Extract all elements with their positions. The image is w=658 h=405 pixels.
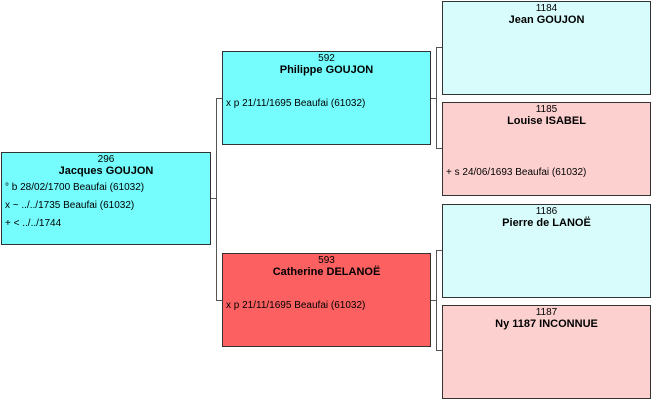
person-name: Jacques GOUJON (58, 165, 154, 177)
connector-592-stub (430, 98, 436, 99)
death-event: + < ../../1744 (5, 218, 62, 229)
marriage-event: x p 21/11/1695 Beaufai (61032) (226, 98, 366, 109)
sosa-number: 1184 (535, 3, 558, 14)
connector-296-to-593 (216, 300, 222, 301)
person-name: Catherine DELANOË (272, 266, 381, 278)
connector-593-to-1187 (436, 350, 442, 351)
person-name: Jean GOUJON (508, 14, 585, 26)
birth-event: ° b 28/02/1700 Beaufai (61032) (5, 182, 145, 193)
person-box-1186[interactable]: 1186 Pierre de LANOË (442, 204, 651, 298)
sosa-number: 1186 (535, 206, 558, 217)
connector-592-to-1185 (436, 148, 442, 149)
connector-593-vertical (436, 250, 437, 351)
connector-296-vertical (216, 98, 217, 300)
connector-592-vertical (436, 47, 437, 149)
connector-296-to-592 (216, 98, 222, 99)
sosa-number: 1185 (535, 104, 558, 115)
person-box-593[interactable]: 593 Catherine DELANOË x p 21/11/1695 Bea… (222, 253, 431, 347)
sosa-number: 593 (318, 255, 335, 266)
connector-296-stub (210, 198, 216, 199)
person-box-1185[interactable]: 1185 Louise ISABEL + s 24/06/1693 Beaufa… (442, 102, 651, 196)
person-box-1187[interactable]: 1187 Ny 1187 INCONNUE (442, 305, 651, 399)
connector-593-to-1186 (436, 250, 442, 251)
person-box-1184[interactable]: 1184 Jean GOUJON (442, 1, 651, 95)
person-box-592[interactable]: 592 Philippe GOUJON x p 21/11/1695 Beauf… (222, 51, 431, 145)
connector-592-to-1184 (436, 47, 442, 48)
marriage-event: x p 21/11/1695 Beaufai (61032) (226, 300, 366, 311)
person-name: Ny 1187 INCONNUE (495, 318, 598, 330)
person-name: Louise ISABEL (507, 115, 586, 127)
sosa-number: 296 (97, 154, 115, 165)
sosa-number: 1187 (535, 307, 558, 318)
person-name: Philippe GOUJON (279, 64, 374, 76)
person-name: Pierre de LANOË (502, 217, 591, 229)
sosa-number: 592 (318, 53, 335, 64)
burial-event: + s 24/06/1693 Beaufai (61032) (446, 167, 587, 178)
connector-593-stub (430, 300, 436, 301)
marriage-event: x ~ ../../1735 Beaufai (61032) (5, 200, 135, 211)
person-box-296[interactable]: 296 Jacques GOUJON ° b 28/02/1700 Beaufa… (1, 152, 211, 245)
